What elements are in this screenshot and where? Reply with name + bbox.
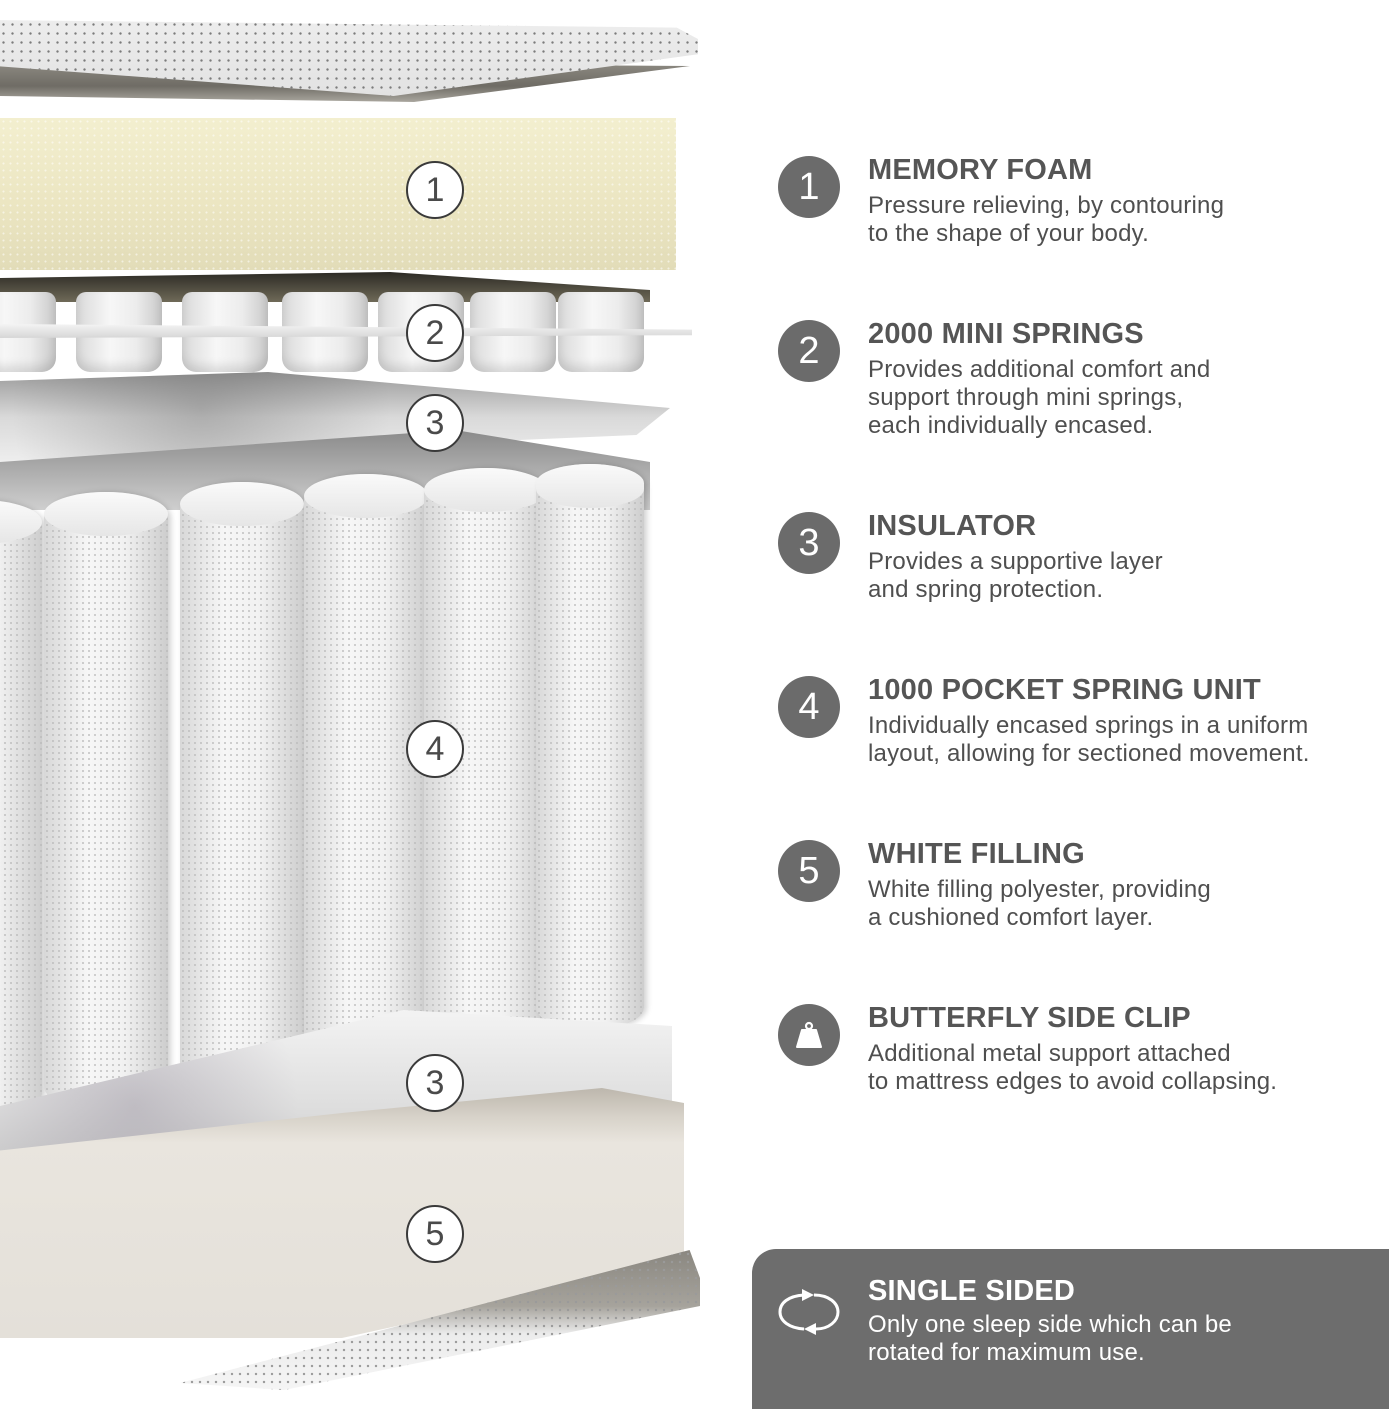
badge-1: 1 bbox=[778, 156, 840, 218]
legend-title: BUTTERFLY SIDE CLIP bbox=[868, 1002, 1191, 1034]
single-sided-panel: SINGLE SIDED Only one sleep side which c… bbox=[752, 1249, 1389, 1409]
badge-4: 4 bbox=[778, 676, 840, 738]
legend-title: INSULATOR bbox=[868, 510, 1037, 542]
badge-3: 3 bbox=[778, 512, 840, 574]
legend-title: 1000 POCKET SPRING UNIT bbox=[868, 674, 1261, 706]
memory-foam-layer bbox=[0, 118, 676, 270]
pocket-spring-layer bbox=[0, 464, 644, 1120]
legend-description: Provides a supportive layer and spring p… bbox=[868, 548, 1163, 603]
marker-1: 1 bbox=[406, 161, 464, 219]
badge-5: 5 bbox=[778, 840, 840, 902]
legend-description: Individually encased springs in a unifor… bbox=[868, 712, 1310, 767]
mattress-illustration: 1 2 3 4 3 5 bbox=[0, 20, 700, 1390]
marker-3-bottom: 3 bbox=[406, 1054, 464, 1112]
legend-title: 2000 MINI SPRINGS bbox=[868, 318, 1144, 350]
marker-2: 2 bbox=[406, 304, 464, 362]
single-sided-description: Only one sleep side which can be rotated… bbox=[868, 1311, 1232, 1366]
legend-description: White filling polyester, providing a cus… bbox=[868, 876, 1211, 931]
legend-description: Pressure relieving, by contouring to the… bbox=[868, 192, 1225, 247]
marker-5: 5 bbox=[406, 1205, 464, 1263]
legend-description: Additional metal support attached to mat… bbox=[868, 1040, 1278, 1095]
weight-clip-icon bbox=[778, 1004, 840, 1066]
legend-title: WHITE FILLING bbox=[868, 838, 1085, 870]
mini-springs-layer bbox=[0, 288, 700, 376]
rotate-icon bbox=[778, 1289, 840, 1335]
legend-description: Provides additional comfort and support … bbox=[868, 356, 1211, 439]
legend-title: MEMORY FOAM bbox=[868, 154, 1093, 186]
marker-4: 4 bbox=[406, 720, 464, 778]
badge-2: 2 bbox=[778, 320, 840, 382]
marker-3-top: 3 bbox=[406, 394, 464, 452]
single-sided-title: SINGLE SIDED bbox=[868, 1275, 1076, 1307]
